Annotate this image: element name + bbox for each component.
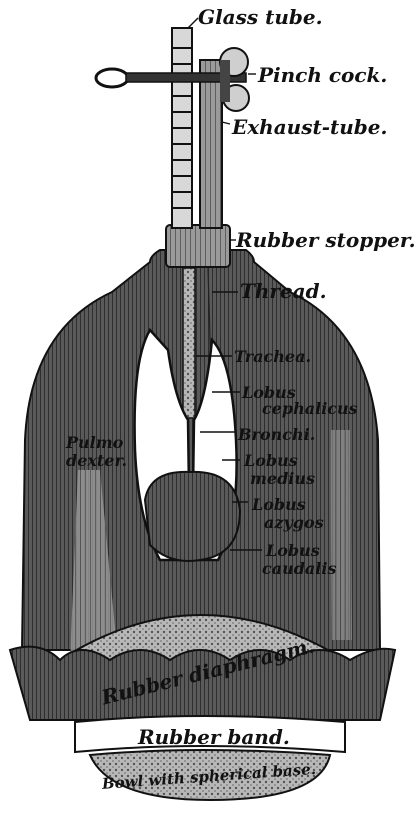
label-lobus-medius-1: Lobus [243,451,298,470]
glass-highlight-right [330,430,352,640]
label-glass-tube: Glass tube. [198,5,323,29]
label-bronchi: Bronchi. [237,425,315,444]
label-trachea: Trachea. [234,347,311,366]
trachea [183,268,195,418]
label-lobus-caudalis-2: caudalis [262,559,336,578]
label-pinch-cock: Pinch cock. [257,63,387,87]
label-lobus-azygos-2: azygos [264,513,324,532]
label-lobus-caudalis-1: Lobus [265,541,320,560]
lung-heart-mass [145,472,240,561]
label-lobus-azygos-1: Lobus [251,495,306,514]
label-lobus-cephalicus-2: cephalicus [262,399,358,418]
rubber-stopper [166,225,230,267]
label-thread: Thread. [240,279,327,303]
label-exhaust-tube: Exhaust-tube. [231,115,387,139]
label-lobus-medius-2: medius [250,469,315,488]
label-pulmo-dexter-2: dexter. [66,451,127,470]
label-pulmo-dexter-1: Pulmo [65,433,124,452]
exhaust-tube [200,60,222,228]
label-rubber-band: Rubber band. [137,725,290,749]
label-rubber-stopper: Rubber stopper. [235,228,416,252]
